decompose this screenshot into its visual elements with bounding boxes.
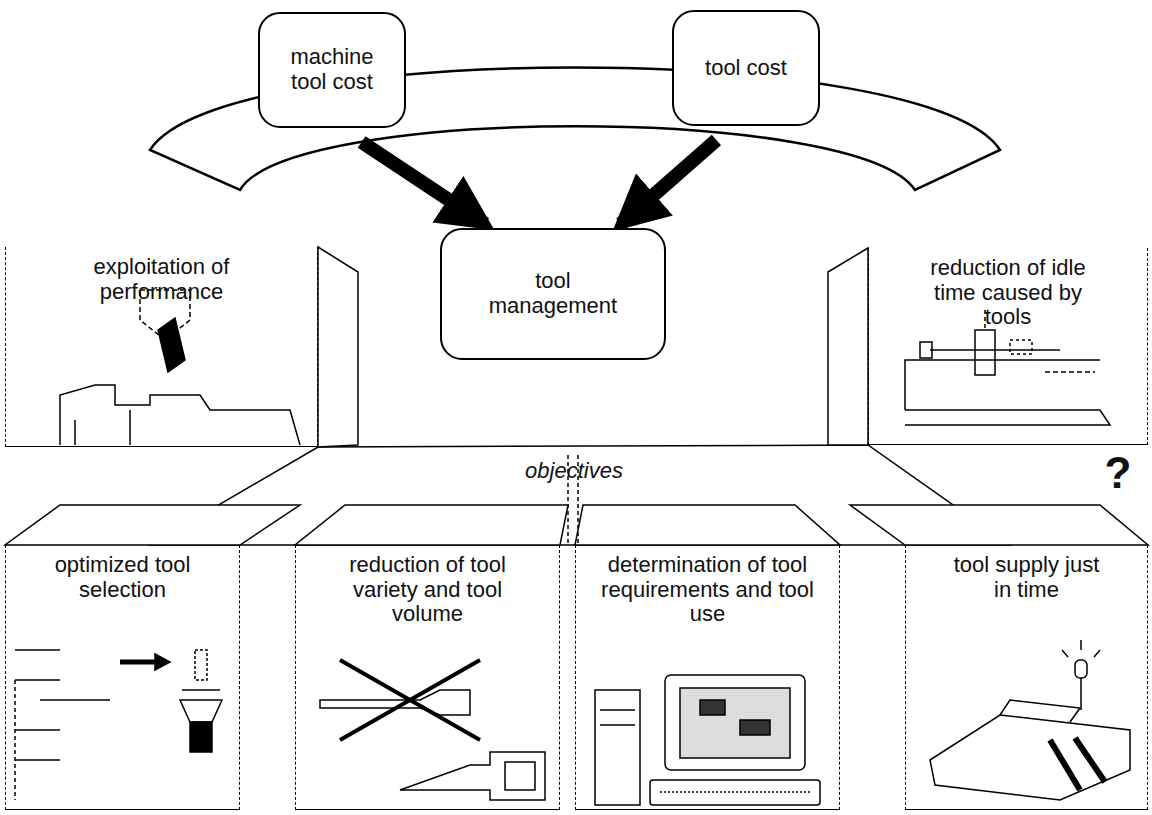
box-text: tool management: [478, 269, 628, 318]
thick-arrow: [362, 142, 486, 224]
box-text: optimized tool selection: [43, 553, 203, 602]
box-text: reduction of idle time caused by tools: [908, 256, 1108, 330]
rounded-box: tool management: [440, 228, 666, 360]
objective-box: tool supply just in time: [905, 545, 1148, 810]
box-text: machine tool cost: [277, 45, 387, 94]
rounded-box: machine tool cost: [258, 12, 406, 128]
selection-sketch: [15, 650, 222, 800]
box-text: exploitation of performance: [67, 255, 257, 304]
objective-box: optimized tool selection: [5, 545, 240, 810]
section-label: objectives: [525, 458, 623, 484]
computer-sketch: [595, 675, 820, 805]
question-mark: ?: [1105, 448, 1132, 498]
objective-box: determination of tool requirements and t…: [575, 545, 840, 810]
vehicle-sketch: [930, 640, 1130, 800]
objective-box: reduction of tool variety and tool volum…: [295, 545, 560, 810]
box-text: tool cost: [705, 56, 787, 81]
objective-box: exploitation of performance: [5, 247, 318, 447]
variety-sketch: [320, 660, 545, 800]
box-text: tool supply just in time: [952, 553, 1102, 602]
box-text: reduction of tool variety and tool volum…: [323, 553, 533, 627]
box-text: determination of tool requirements and t…: [600, 553, 815, 627]
cutting-tool-sketch: [60, 290, 300, 445]
objective-box: reduction of idle time caused by tools: [868, 248, 1148, 445]
thick-arrow: [621, 140, 717, 224]
rounded-box: tool cost: [672, 10, 820, 126]
